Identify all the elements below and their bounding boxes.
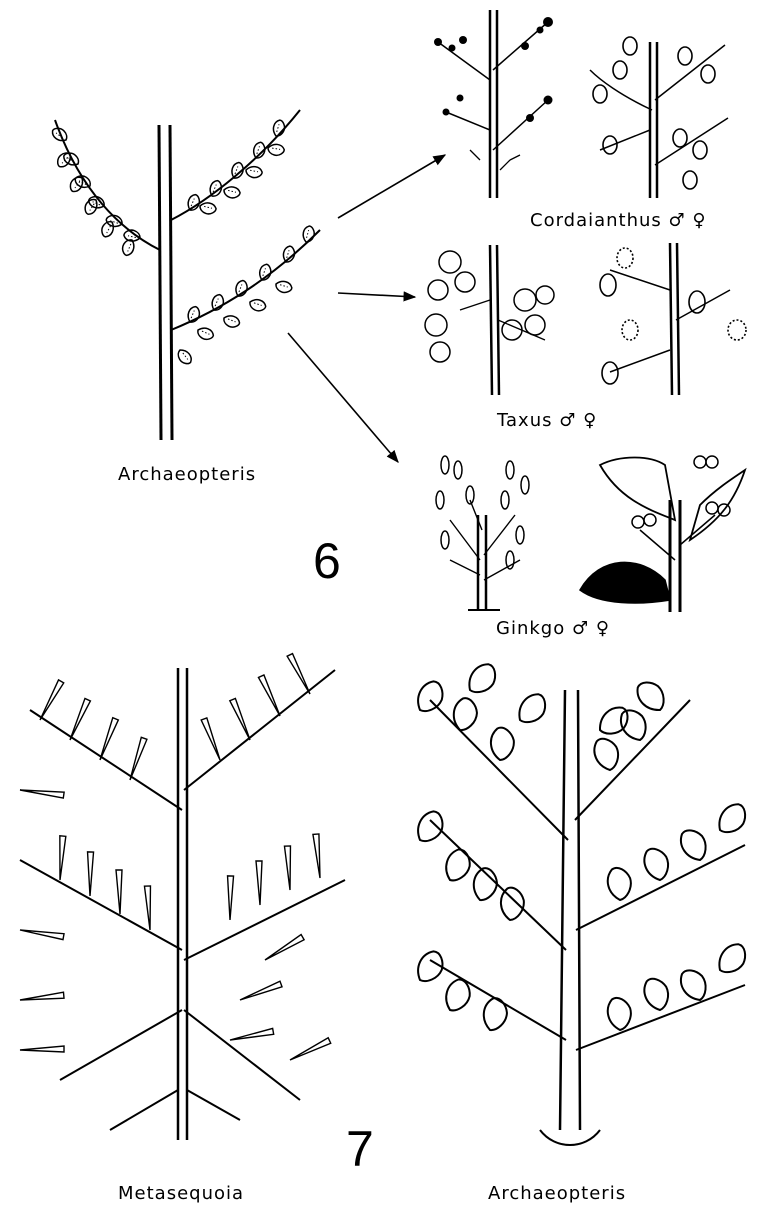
cordaianthus-female bbox=[590, 37, 728, 198]
taxus-female bbox=[600, 243, 746, 395]
cordaianthus-male bbox=[434, 10, 553, 198]
cordaianthus-sexes: ♂ ♀ bbox=[669, 210, 707, 231]
ginkgo-label: Ginkgo ♂ ♀ bbox=[496, 618, 610, 639]
cordaianthus-label: Cordaianthus ♂ ♀ bbox=[530, 210, 707, 231]
taxus-name: Taxus bbox=[497, 410, 552, 431]
taxus-sexes: ♂ ♀ bbox=[559, 410, 597, 431]
derivation-arrows bbox=[288, 155, 445, 462]
metasequoia-label: Metasequoia bbox=[118, 1183, 244, 1204]
ginkgo-female bbox=[580, 456, 745, 612]
taxus-label: Taxus ♂ ♀ bbox=[497, 410, 597, 431]
archaeopteris-label-fig6: Archaeopteris bbox=[118, 464, 256, 485]
taxus-male bbox=[425, 245, 554, 395]
cordaianthus-name: Cordaianthus bbox=[530, 210, 662, 231]
archaeopteris-frond bbox=[50, 110, 320, 440]
ginkgo-name: Ginkgo bbox=[496, 618, 565, 639]
figure-6-number: 6 bbox=[313, 532, 341, 590]
ginkgo-male bbox=[436, 456, 529, 610]
ginkgo-sexes: ♂ ♀ bbox=[572, 618, 610, 639]
archaeopteris-label-fig7: Archaeopteris bbox=[488, 1183, 626, 1204]
metasequoia-shoot bbox=[20, 654, 345, 1140]
archaeopteris-shoot bbox=[410, 662, 749, 1145]
figure-7-number: 7 bbox=[346, 1120, 374, 1178]
